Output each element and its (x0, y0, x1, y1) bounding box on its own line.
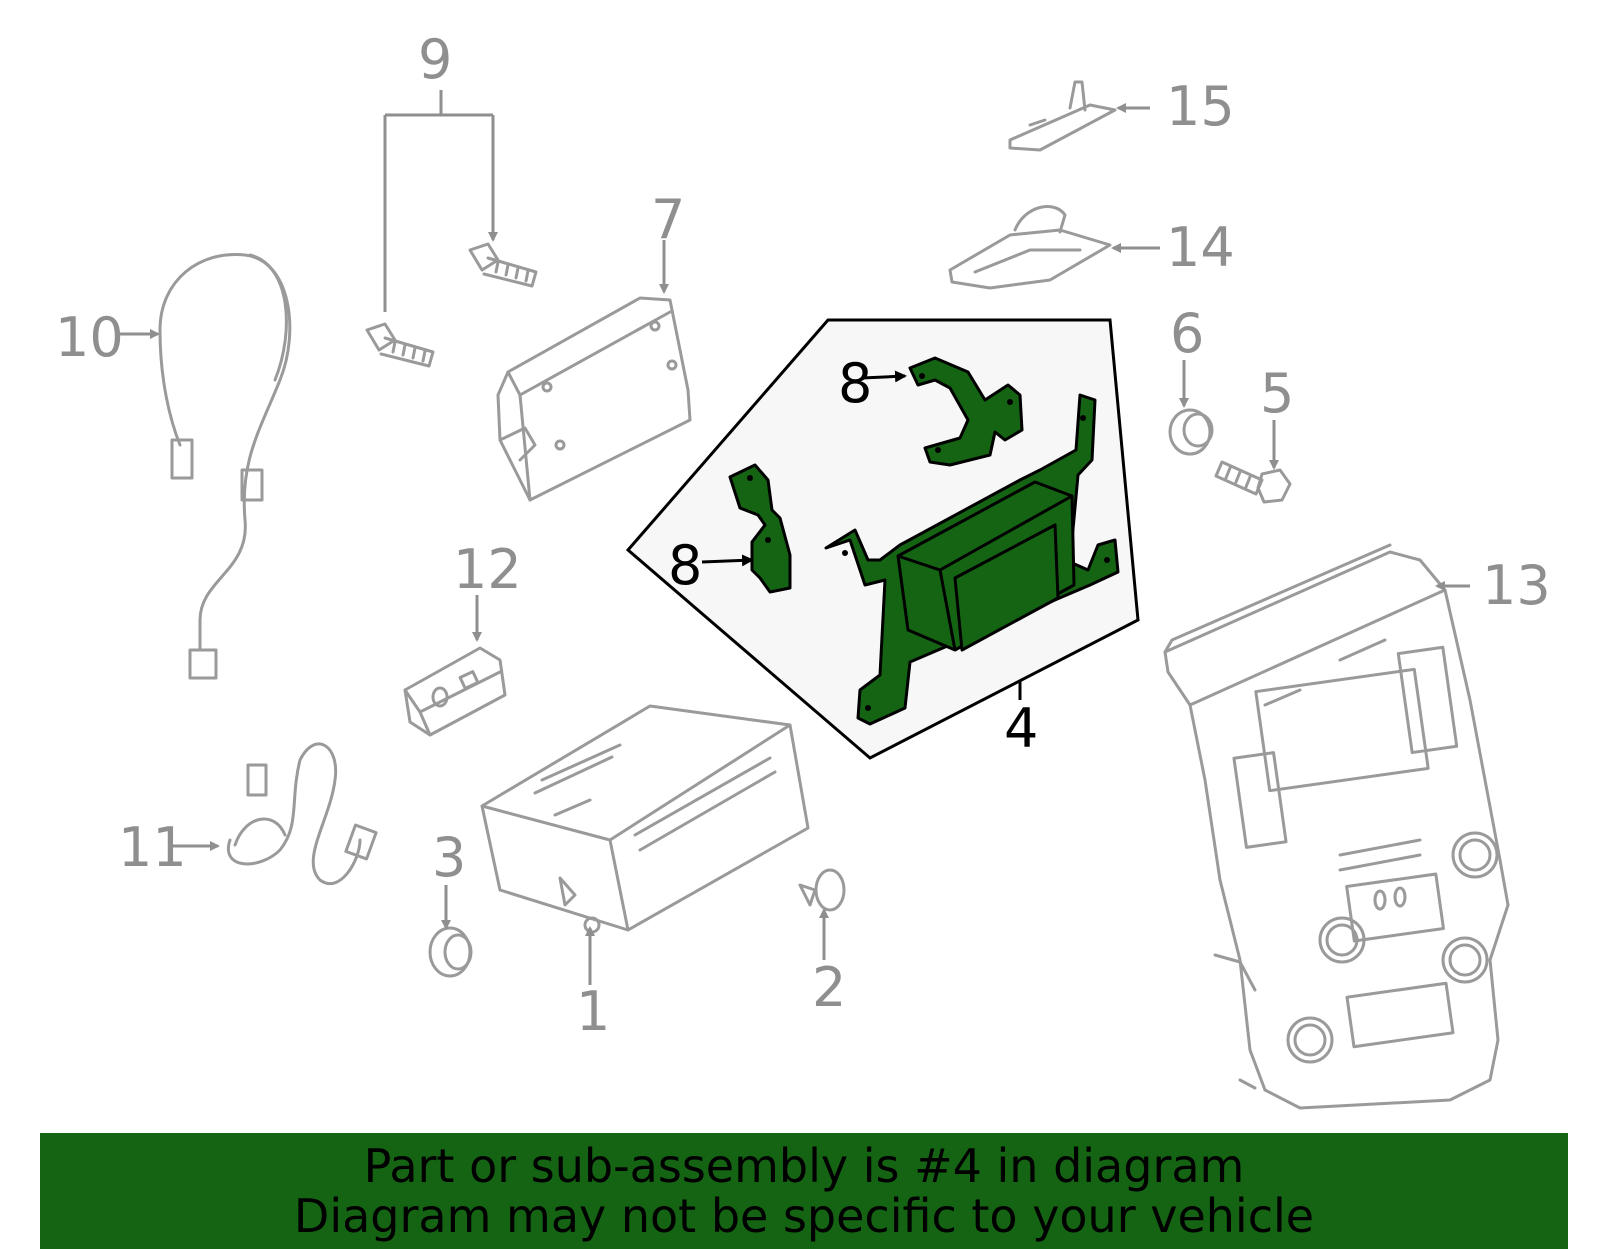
callout-11: 11 (118, 816, 187, 879)
callout-3: 3 (432, 826, 466, 889)
part-14-bracket (948, 205, 1160, 290)
leader-8-lower (701, 554, 754, 567)
part-13-bezel (1163, 543, 1510, 1110)
part-6-nut (1168, 360, 1214, 456)
banner-line-1: Part or sub-assembly is #4 in diagram (363, 1139, 1245, 1193)
banner-line-2: Diagram may not be specific to your vehi… (293, 1189, 1315, 1243)
callout-2: 2 (812, 956, 846, 1019)
part-5-bolt (1214, 420, 1292, 504)
part-12-switch (403, 595, 507, 737)
part-11-wire (170, 742, 378, 886)
callout-6: 6 (1170, 302, 1204, 365)
part-10-wire-harness (120, 252, 292, 680)
part-3-nut (428, 885, 473, 978)
part-15-bracket (1008, 80, 1150, 152)
notice-banner: Part or sub-assembly is #4 in diagram Di… (40, 1133, 1568, 1249)
callout-12: 12 (453, 538, 522, 601)
callout-8-lower: 8 (668, 534, 702, 597)
callout-15: 15 (1166, 75, 1235, 138)
part-7-module (496, 240, 692, 502)
part-8-bracket-upper (908, 356, 1024, 467)
callout-4: 4 (1004, 697, 1038, 760)
part-8-bracket-lower (728, 463, 792, 594)
callout-7: 7 (651, 188, 685, 251)
part-1-radio-unit (480, 704, 810, 985)
callout-8-upper: 8 (838, 352, 872, 415)
callout-9: 9 (418, 28, 452, 91)
leader-8-upper (861, 370, 907, 383)
part-4-module (824, 393, 1120, 726)
callout-5: 5 (1260, 362, 1294, 425)
callout-13: 13 (1482, 554, 1551, 617)
callout-10: 10 (55, 306, 124, 369)
callout-1: 1 (576, 980, 610, 1043)
callout-14: 14 (1166, 216, 1235, 279)
part-9-screws (365, 90, 538, 368)
part-2-pin (798, 868, 846, 960)
